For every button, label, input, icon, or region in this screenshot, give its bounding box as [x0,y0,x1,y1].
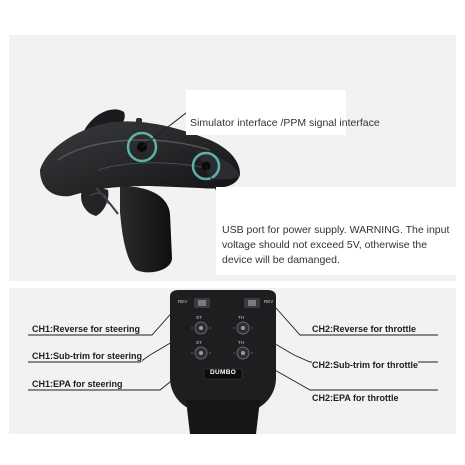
ch1-epa-label: CH1:EPA for steering [32,379,123,389]
simulator-callout-text: Simulator interface /PPM signal interfac… [190,117,380,129]
trim-knobs [194,321,250,360]
ch1-subtrim-label: CH1:Sub-trim for steering [32,351,143,361]
knob-label-2: TH [238,315,244,320]
transmitter-side-view [40,109,240,273]
switch-label-right: REV [264,299,274,304]
usb-callout-text: USB port for power supply. WARNING. The … [222,224,450,266]
ch1-reverse-label: CH1:Reverse for steering [32,324,141,334]
control-panel-top-view [170,290,276,434]
brand-badge: DUMBO [210,369,237,376]
simulator-callout: Simulator interface /PPM signal interfac… [186,90,380,135]
ch2-epa-label: CH2:EPA for throttle [312,393,399,403]
switch-label-left: REV [178,299,188,304]
usb-callout: USB port for power supply. WARNING. The … [216,187,458,275]
knob-label-3: ST [196,340,202,345]
ch2-reverse-label: CH2:Reverse for throttle [312,324,417,334]
knob-label-1: ST [196,315,202,320]
knob-label-4: TH [238,340,244,345]
ch2-subtrim-label: CH2:Sub-trim for throttle [312,360,418,370]
